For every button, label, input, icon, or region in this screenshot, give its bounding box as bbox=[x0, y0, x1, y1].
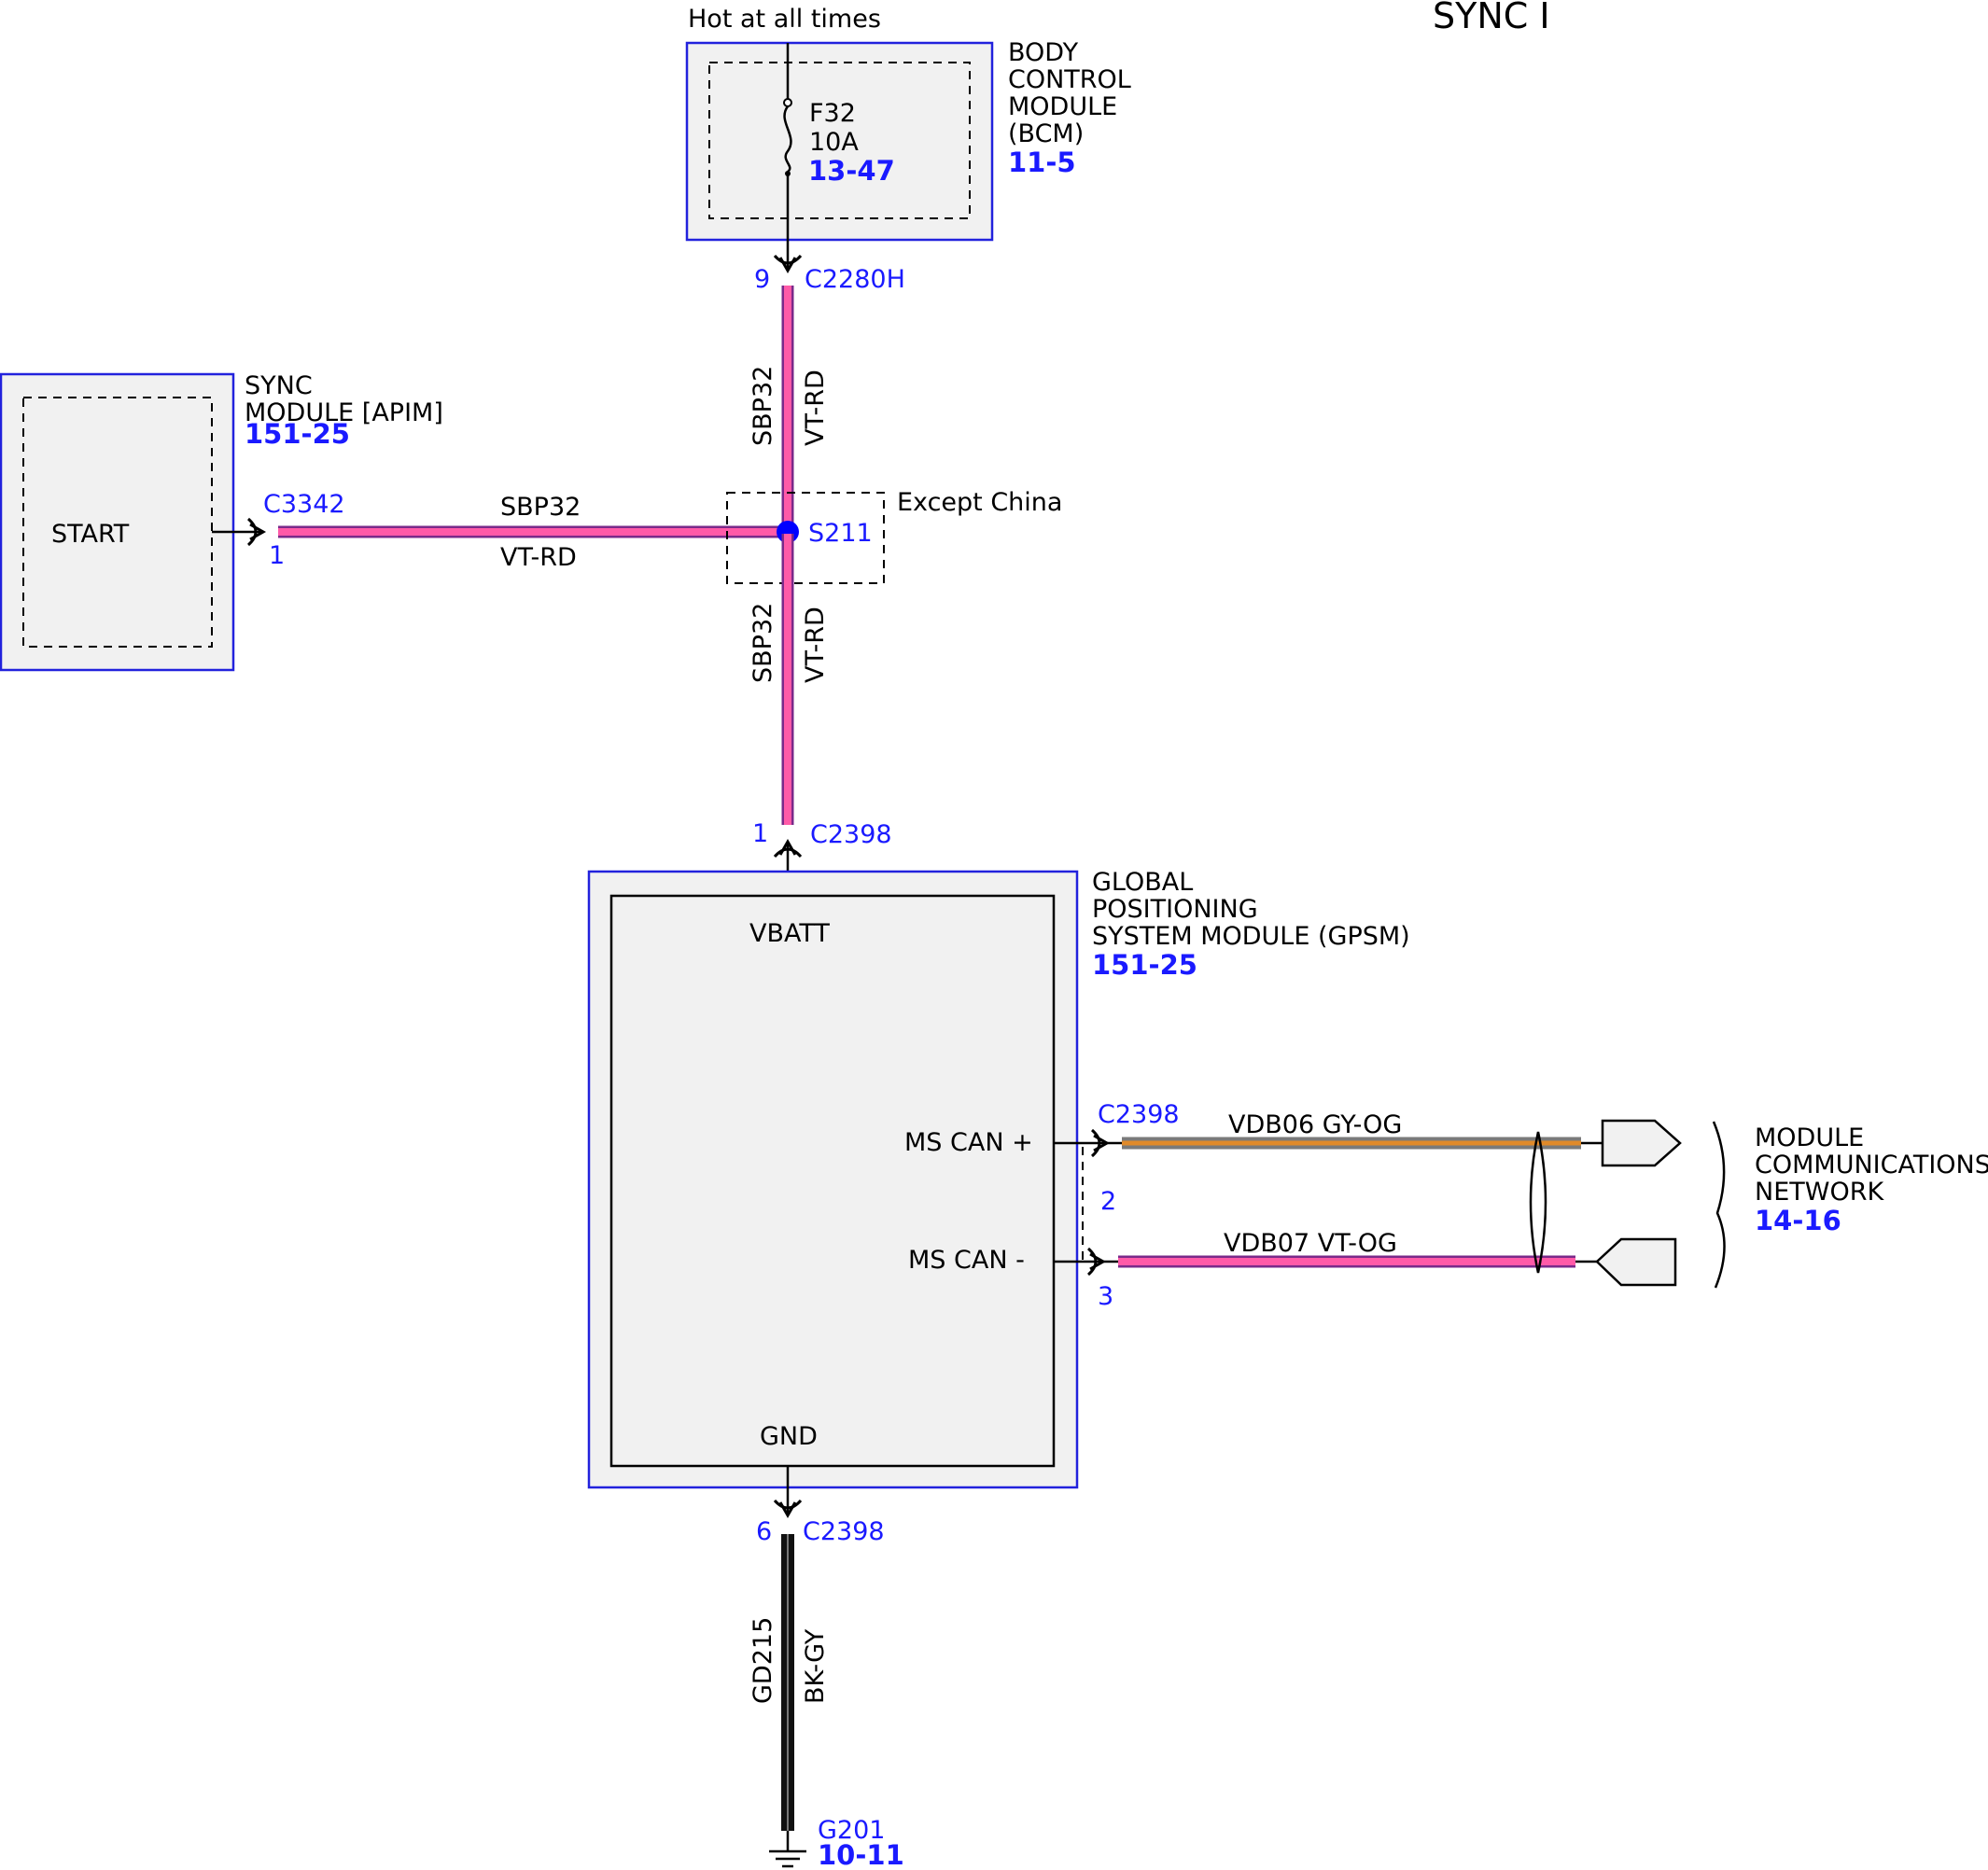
connector-c3342-icon bbox=[246, 517, 258, 547]
wire-lower-circuit-label: SBP32 bbox=[749, 603, 777, 683]
apim-module[interactable] bbox=[0, 372, 235, 672]
page-title: SYNC I bbox=[1433, 0, 1550, 36]
apim-pin-number: 1 bbox=[269, 541, 285, 570]
fuse-icon bbox=[783, 105, 792, 173]
wire-can-minus-label: VDB07 VT-OG bbox=[1224, 1229, 1397, 1258]
bcm-name-line-1: BODY bbox=[1008, 38, 1079, 67]
network-name-line-1: MODULE bbox=[1755, 1123, 1864, 1152]
gpsm-vbatt-connector-name: C2398 bbox=[810, 820, 892, 849]
gpsm-name-line-3: SYSTEM MODULE (GPSM) bbox=[1092, 922, 1410, 951]
can-plus-pin-number: 2 bbox=[1100, 1187, 1116, 1216]
connector-can-minus-icon bbox=[1086, 1247, 1098, 1277]
apim-inner-dashed-box bbox=[22, 397, 213, 648]
connector-c2280h-arrow-icon bbox=[778, 257, 797, 274]
gpsm-inner-box bbox=[609, 894, 1056, 1468]
gpsm-pin-can-minus: MS CAN - bbox=[908, 1246, 1025, 1275]
apim-connector-name: C3342 bbox=[263, 490, 345, 519]
gpsm-vbatt-pin-number: 1 bbox=[752, 819, 768, 848]
gpsm-ref-link[interactable]: 151-25 bbox=[1092, 949, 1197, 981]
wire-gnd-color-label: BK-GY bbox=[801, 1628, 830, 1704]
wire-gnd-circuit-label: GD215 bbox=[749, 1617, 777, 1704]
connector-c3342-arrow-icon bbox=[249, 523, 267, 541]
wire-can-plus-label: VDB06 GY-OG bbox=[1228, 1110, 1402, 1139]
connector-can-plus-icon bbox=[1090, 1128, 1101, 1158]
fuse-rating: 10A bbox=[809, 128, 859, 157]
network-ref-link[interactable]: 14-16 bbox=[1755, 1205, 1841, 1236]
bcm-name-line-4: (BCM) bbox=[1008, 119, 1084, 148]
can-connector-bracket bbox=[1082, 1142, 1094, 1263]
bcm-module[interactable] bbox=[685, 41, 994, 242]
connector-c2280h-icon bbox=[773, 254, 803, 265]
bcm-name-line-3: MODULE bbox=[1008, 92, 1117, 121]
gpsm-pin-can-plus: MS CAN + bbox=[904, 1128, 1033, 1157]
apim-ref-link[interactable]: 151-25 bbox=[245, 418, 350, 450]
connector-c2398-gnd-arrow-icon bbox=[778, 1501, 797, 1519]
bcm-module-box bbox=[685, 41, 994, 242]
fuse-ref-link[interactable]: 13-47 bbox=[808, 155, 895, 187]
can-minus-network-connector-icon[interactable] bbox=[1595, 1237, 1677, 1287]
can-minus-pin-number: 3 bbox=[1098, 1282, 1113, 1311]
gpsm-pin-gnd: GND bbox=[760, 1422, 818, 1451]
gpsm-gnd-connector-name: C2398 bbox=[803, 1517, 885, 1546]
apim-name-line-1: SYNC bbox=[245, 371, 313, 400]
bcm-name-line-2: CONTROL bbox=[1008, 65, 1131, 94]
fuse-name: F32 bbox=[809, 99, 856, 128]
splice-condition-label: Except China bbox=[897, 488, 1062, 517]
ground-ref-link[interactable]: 10-11 bbox=[818, 1839, 904, 1870]
apim-module-box bbox=[0, 372, 235, 672]
gpsm-pin-vbatt: VBATT bbox=[749, 919, 830, 948]
network-brace-icon bbox=[1712, 1121, 1726, 1289]
fuse-terminal-top bbox=[783, 98, 792, 107]
splice-name: S211 bbox=[808, 519, 873, 548]
network-name-line-3: NETWORK bbox=[1755, 1178, 1884, 1207]
apim-pin-start: START bbox=[51, 520, 130, 549]
wire-upper-circuit-label: SBP32 bbox=[749, 366, 777, 446]
can-plus-network-connector-icon[interactable] bbox=[1601, 1119, 1682, 1167]
wire-lower-color-label: VT-RD bbox=[801, 607, 830, 683]
except-china-option-box bbox=[726, 492, 885, 584]
bcm-pin-number: 9 bbox=[754, 265, 770, 294]
can-connector-name: C2398 bbox=[1098, 1100, 1180, 1129]
gpsm-name-line-2: POSITIONING bbox=[1092, 895, 1258, 924]
ground-icon bbox=[769, 1849, 806, 1868]
gpsm-name-line-1: GLOBAL bbox=[1092, 868, 1193, 897]
bcm-ref-link[interactable]: 11-5 bbox=[1008, 147, 1076, 178]
gpsm-gnd-pin-number: 6 bbox=[756, 1517, 772, 1546]
wire-upper-color-label: VT-RD bbox=[801, 370, 830, 446]
gpsm-module[interactable] bbox=[587, 870, 1079, 1489]
wire-horizontal-circuit-label: SBP32 bbox=[500, 493, 581, 522]
network-name-line-2: COMMUNICATIONS bbox=[1755, 1151, 1988, 1179]
ground-name: G201 bbox=[818, 1816, 885, 1845]
twisted-pair-icon bbox=[1529, 1131, 1547, 1274]
bcm-inner-dashed-box bbox=[708, 62, 971, 219]
bcm-connector-name: C2280H bbox=[805, 265, 905, 294]
connector-c2398-gnd-icon bbox=[773, 1499, 803, 1510]
apim-name-line-2: MODULE [APIM] bbox=[245, 398, 443, 427]
wire-horizontal-color-label: VT-RD bbox=[500, 543, 577, 572]
supply-label: Hot at all times bbox=[688, 5, 881, 34]
